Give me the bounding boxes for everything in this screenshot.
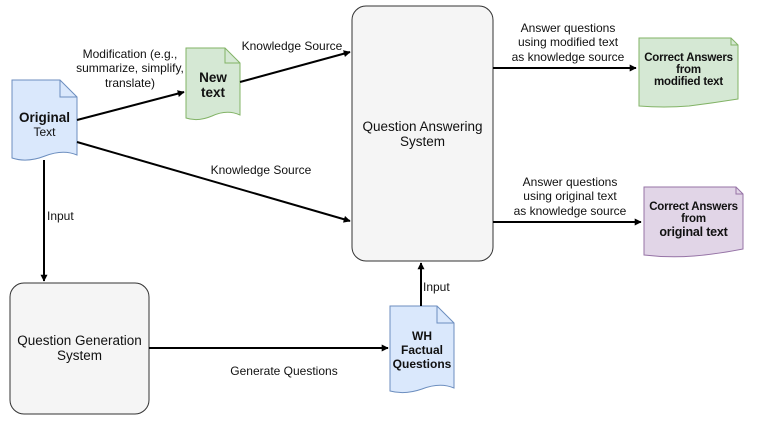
input-left-label: Input <box>47 209 74 223</box>
arrow-knowledge-source-new <box>239 50 351 83</box>
knowledge-source-mid-label: Knowledge Source <box>210 163 312 177</box>
correct-answers-modified-label: Correct Answers from modified text <box>644 52 733 88</box>
original-text-label: Original Text <box>18 109 70 139</box>
question-answering-system-box <box>351 5 494 262</box>
arrow-knowledge-source-original <box>76 141 351 223</box>
new-text-doc <box>185 47 241 121</box>
knowledge-source-top-label: Knowledge Source <box>241 39 343 53</box>
correct-answers-modified-doc <box>638 37 739 108</box>
arrow-modification <box>76 90 185 121</box>
question-answering-system-label: Question Answering System <box>362 119 483 149</box>
correct-answers-original-doc <box>643 186 744 258</box>
generate-questions-label: Generate Questions <box>230 364 338 378</box>
input-right-label: Input <box>423 280 450 294</box>
modification-label: Modification (e.g., summarize, simplify,… <box>76 47 184 90</box>
question-generation-system-label: Question Generation System <box>17 333 142 363</box>
original-text-doc <box>11 79 78 161</box>
new-text-label: New text <box>199 70 227 100</box>
answer-original-label: Answer questions using original text as … <box>513 175 627 218</box>
correct-answers-original-label: Correct Answers from original text <box>649 201 738 239</box>
wh-questions-label: WH Factual Questions <box>392 329 452 371</box>
answer-modified-label: Answer questions using modified text as … <box>511 21 625 64</box>
wh-questions-doc <box>389 305 455 394</box>
